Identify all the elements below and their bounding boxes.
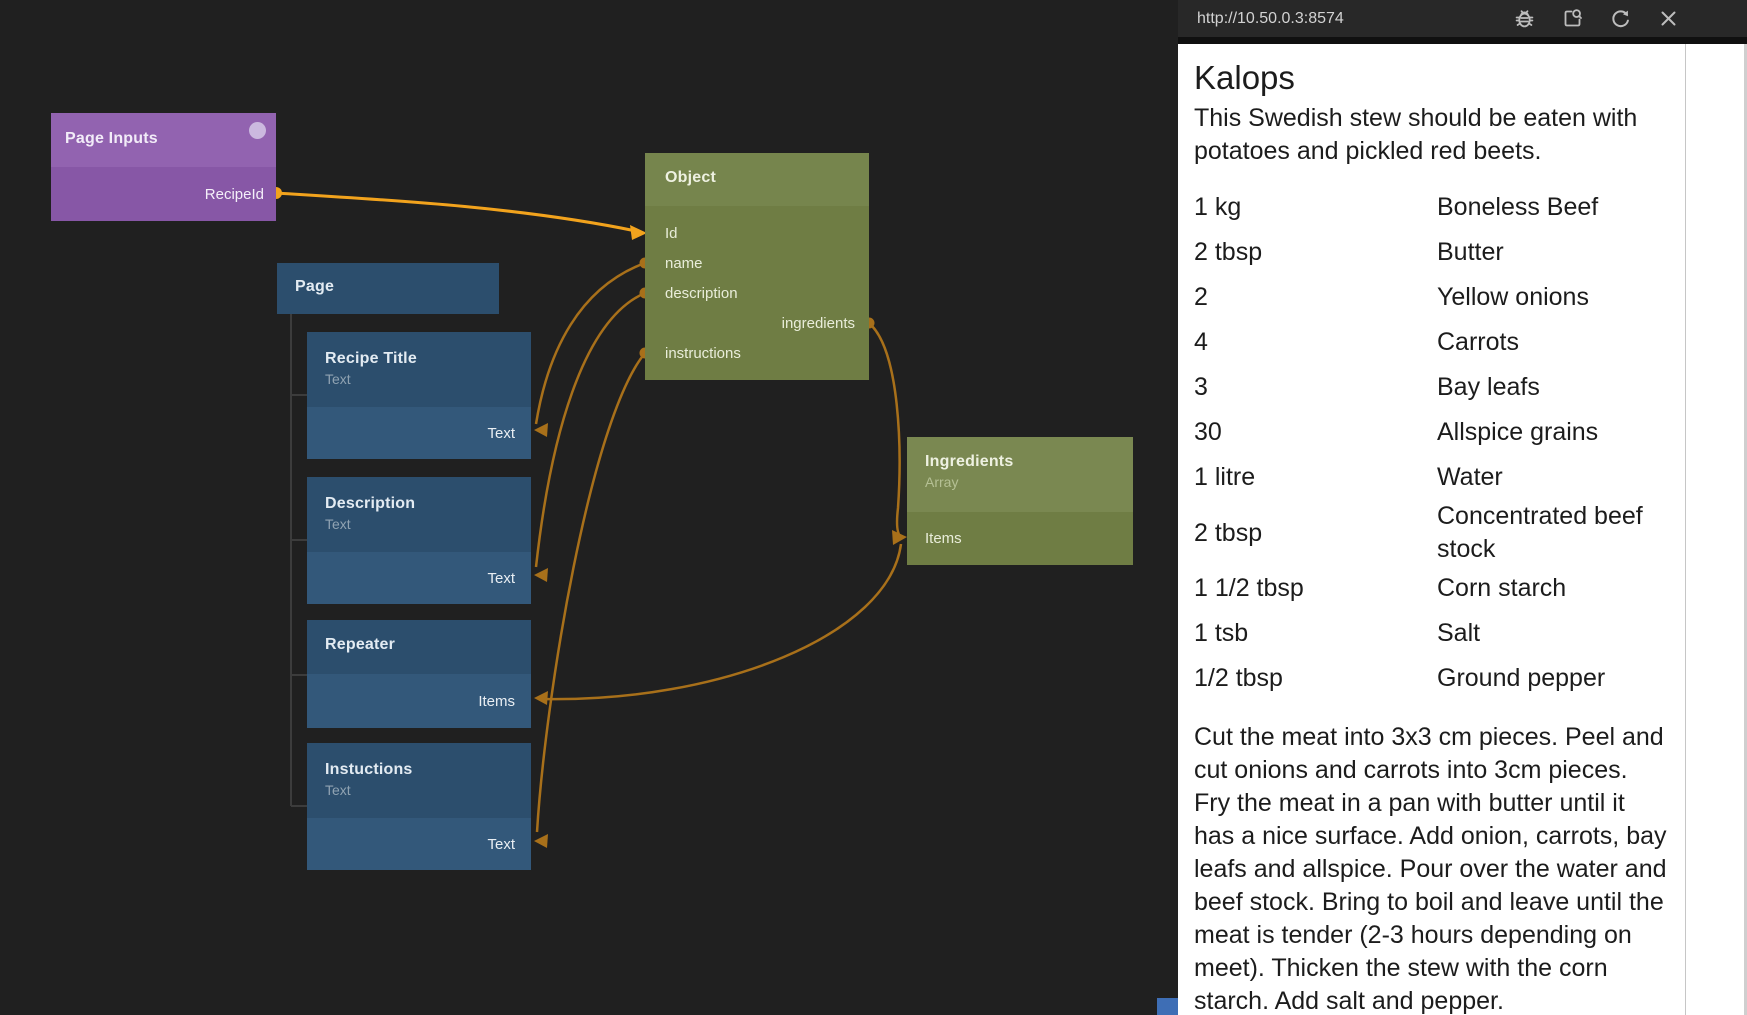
ingredient-amount: 1 litre [1194, 463, 1256, 491]
open-in-new-window-icon[interactable] [1561, 7, 1584, 30]
ingredient-row: 1 litre Water [1194, 455, 1747, 500]
port-recipeid[interactable]: RecipeId [204, 185, 264, 203]
node-description[interactable]: Description Text Text [307, 477, 531, 604]
node-title: Repeater [325, 636, 396, 653]
ingredient-amount: 2 [1194, 283, 1208, 311]
recipe-instructions: Cut the meat into 3x3 cm pieces. Peel an… [1194, 723, 1667, 1015]
port-text[interactable]: Text [487, 569, 515, 587]
ingredient-amount: 1 tsb [1194, 619, 1249, 647]
recipe-title: Kalops [1194, 59, 1295, 96]
preview-scrollbar-edge[interactable] [1744, 44, 1747, 1015]
ingredient-amount: 1 1/2 tbsp [1194, 574, 1304, 602]
recipe-description: This Swedish stew should be eaten with p… [1194, 104, 1638, 165]
node-type-label: Text [325, 782, 351, 798]
port-text[interactable]: Text [487, 835, 515, 853]
ingredient-row: 1/2 tbsp Ground pepper [1194, 656, 1747, 701]
node-type-label: Text [325, 371, 351, 387]
ingredient-name: Butter [1437, 238, 1504, 266]
port-instructions[interactable]: instructions [665, 344, 741, 362]
debug-icon[interactable] [1513, 7, 1536, 30]
ingredient-list: 1 kg Boneless Beef 2 tbsp Butter 2 Yello… [1194, 185, 1747, 701]
node-ingredients[interactable]: Ingredients Array Items [907, 437, 1133, 565]
node-title: Recipe Title [325, 350, 417, 367]
preview-url[interactable]: http://10.50.0.3:8574 [1197, 9, 1344, 27]
port-text[interactable]: Text [487, 424, 515, 442]
node-title: Ingredients [925, 453, 1014, 470]
tree-connector-lines [290, 314, 307, 807]
node-title: Page Inputs [65, 130, 158, 147]
ingredient-amount: 1 kg [1194, 193, 1242, 221]
ingredient-name: Bay leafs [1437, 373, 1540, 401]
port-name[interactable]: name [665, 254, 703, 272]
node-instuctions[interactable]: Instuctions Text Text [307, 743, 531, 870]
node-type-label: Array [925, 474, 959, 490]
ingredient-name: Boneless Beef [1437, 193, 1599, 221]
ingredient-row: 2 tbsp Butter [1194, 230, 1747, 275]
ingredient-name: Ground pepper [1437, 664, 1606, 692]
port-description[interactable]: description [665, 284, 738, 302]
ingredient-name: Water [1437, 463, 1503, 491]
close-icon[interactable] [1657, 7, 1680, 30]
preview-scrollbar[interactable] [1685, 44, 1686, 1015]
ingredient-name: Carrots [1437, 328, 1519, 356]
ingredient-row: 1 tsb Salt [1194, 611, 1747, 656]
wire-arrowheads [534, 423, 907, 848]
ingredient-row: 2 tbsp Concentrated beef stock [1194, 500, 1747, 566]
node-page-inputs[interactable]: Page Inputs RecipeId [51, 113, 276, 221]
node-canvas[interactable]: Page Inputs RecipeId Page Recipe Title T… [0, 0, 1178, 1015]
node-object[interactable]: Object Id name description ingredients i… [645, 153, 869, 380]
preview-panel: http://10.50.0.3:8574 [1178, 0, 1747, 1015]
node-title: Instuctions [325, 761, 413, 778]
ingredient-amount: 3 [1194, 373, 1208, 401]
port-items[interactable]: Items [478, 692, 515, 710]
ingredient-amount: 1/2 tbsp [1194, 664, 1283, 692]
ingredient-row: 4 Carrots [1194, 320, 1747, 365]
port-items[interactable]: Items [925, 530, 962, 547]
port-ingredients[interactable]: ingredients [781, 314, 855, 332]
node-recipe-title[interactable]: Recipe Title Text Text [307, 332, 531, 459]
canvas-corner-element[interactable] [1157, 998, 1178, 1015]
node-title: Page [295, 278, 335, 295]
preview-toolbar: http://10.50.0.3:8574 [1178, 0, 1747, 37]
ingredient-name: Allspice grains [1437, 418, 1599, 446]
ingredient-name: Yellow onions [1437, 283, 1589, 311]
ingredient-amount: 4 [1194, 328, 1208, 356]
ingredient-name: Concentrated beef stock [1437, 502, 1643, 563]
ingredient-row: 2 Yellow onions [1194, 275, 1747, 320]
preview-content: Kalops This Swedish stew should be eaten… [1178, 44, 1747, 1015]
ingredient-amount: 30 [1194, 418, 1222, 446]
refresh-icon[interactable] [1609, 7, 1632, 30]
ingredient-row: 3 Bay leafs [1194, 365, 1747, 410]
ingredient-row: 30 Allspice grains [1194, 410, 1747, 455]
ingredient-row: 1 kg Boneless Beef [1194, 185, 1747, 230]
node-repeater[interactable]: Repeater Items [307, 620, 531, 728]
ingredient-name: Corn starch [1437, 574, 1567, 602]
node-title: Object [665, 169, 716, 186]
node-status-dot [249, 122, 266, 139]
ingredient-amount: 2 tbsp [1194, 518, 1263, 547]
port-id[interactable]: Id [665, 224, 678, 242]
ingredient-name: Salt [1437, 619, 1481, 647]
node-page[interactable]: Page [277, 263, 499, 314]
ingredient-row: 1 1/2 tbsp Corn starch [1194, 566, 1747, 611]
node-type-label: Text [325, 516, 351, 532]
node-title: Description [325, 495, 416, 512]
ingredient-amount: 2 tbsp [1194, 238, 1263, 266]
wire-active [275, 191, 637, 233]
